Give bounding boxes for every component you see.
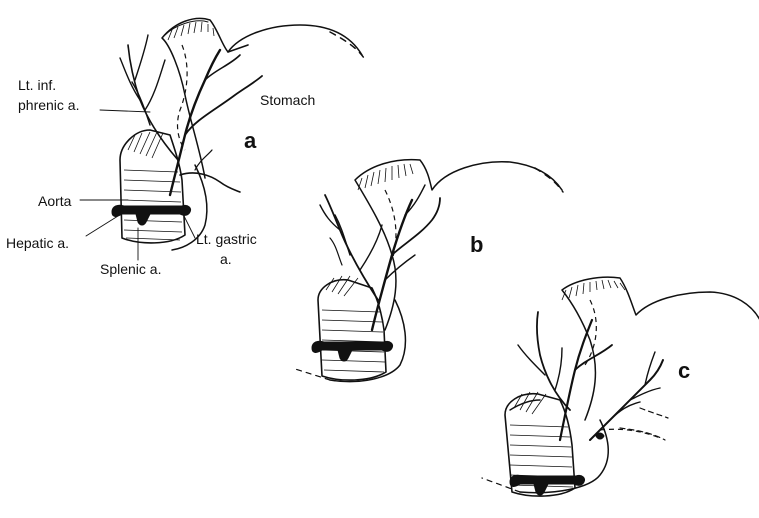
- label-lt-inf-phrenic-line1: Lt. inf.: [18, 77, 56, 93]
- label-lt-gastric-line1: Lt. gastric: [196, 231, 257, 247]
- panel-label-b: b: [470, 232, 483, 257]
- label-hepatic: Hepatic a.: [6, 235, 69, 251]
- panel-label-a: a: [244, 128, 257, 153]
- label-lt-gastric-line2: a.: [220, 251, 232, 267]
- label-splenic: Splenic a.: [100, 261, 161, 277]
- label-stomach: Stomach: [260, 92, 315, 108]
- label-lt-inf-phrenic-line2: phrenic a.: [18, 97, 79, 113]
- panel-label-c: c: [678, 358, 690, 383]
- panel-c-illustration: [482, 277, 759, 496]
- panel-a-illustration: [80, 18, 364, 260]
- panel-b-illustration: [292, 160, 563, 382]
- label-aorta: Aorta: [38, 193, 72, 209]
